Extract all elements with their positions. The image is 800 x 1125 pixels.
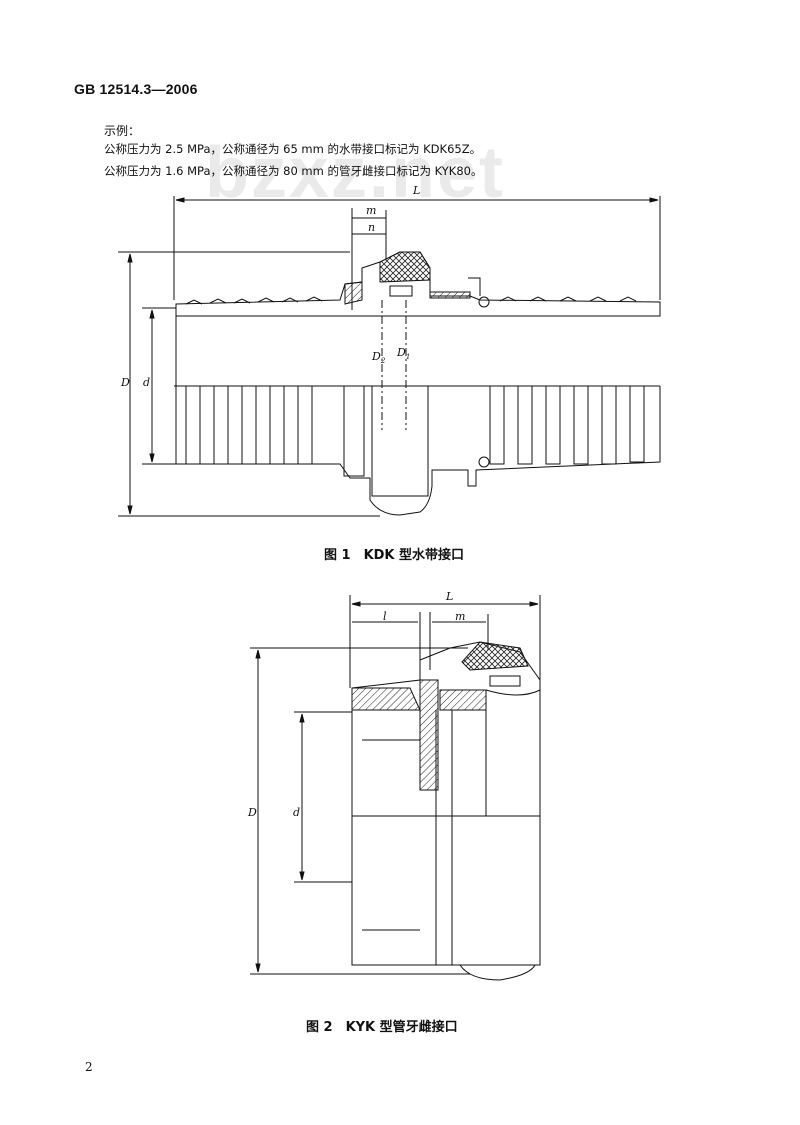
- fig1-label-D2: D2: [371, 350, 386, 365]
- fig1-label-D: D: [120, 376, 130, 389]
- page-number: 2: [85, 1060, 93, 1074]
- fig1-label-m: m: [366, 204, 376, 217]
- fig2-label-m: m: [455, 610, 465, 623]
- figure-1-caption: 图 1 KDK 型水带接口: [324, 548, 465, 563]
- figure-2-drawing: L l m D d: [247, 590, 541, 981]
- figure-2-caption: 图 2 KYK 型管牙雌接口: [306, 1020, 458, 1035]
- fig1-label-n: n: [368, 221, 375, 234]
- example-line-1: 公称压力为 2.5 MPa，公称通径为 65 mm 的水带接口标记为 KDK65…: [104, 142, 482, 156]
- fig2-label-D: D: [247, 806, 257, 819]
- fig1-label-d: d: [143, 376, 150, 389]
- fig2-label-L: L: [445, 590, 453, 603]
- fig2-label-l: l: [383, 610, 387, 623]
- example-line-2: 公称压力为 1.6 MPa，公称通径为 80 mm 的管牙雌接口标记为 KYK8…: [104, 164, 483, 178]
- example-heading: 示例：: [104, 124, 141, 138]
- figure-1-drawing: L m n D d D2 D1: [118, 184, 661, 517]
- fig1-label-D1: D1: [396, 346, 410, 361]
- standard-code: GB 12514.3—2006: [74, 81, 198, 97]
- fig1-label-L: L: [412, 184, 420, 197]
- fig2-label-d: d: [293, 806, 300, 819]
